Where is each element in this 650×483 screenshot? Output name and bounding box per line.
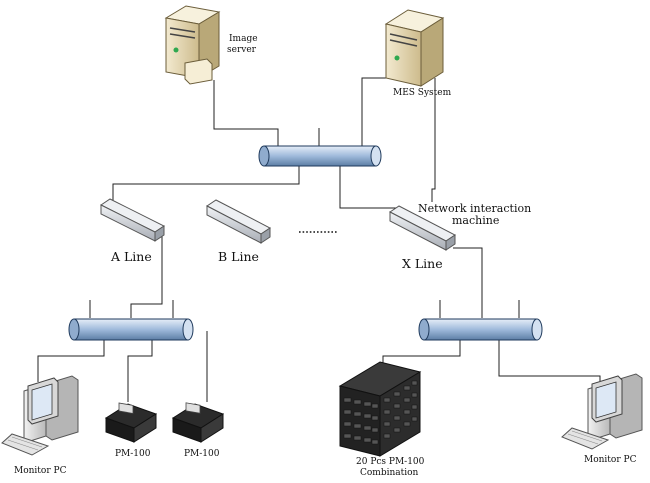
wire-pm100-1 [127,340,153,402]
wire-right-monitor-pc [498,340,601,384]
pm100-device-2-icon [171,402,225,443]
left-monitor-pc-icon [1,375,79,456]
wire-mes-network-machine [431,78,436,202]
mes-system-label: MES System [393,88,452,98]
b-line-label: B Line [218,249,259,264]
b-line-switch-icon [206,199,271,244]
image-server-icon [164,5,221,85]
connection-wires [37,77,601,402]
right-network-bus [418,318,543,341]
monitor-pc-right-label: Monitor PC [584,455,637,465]
mes-server-icon [384,9,445,87]
pm100-1-label: PM-100 [115,449,151,459]
image-server-label-line2: server [227,45,257,55]
wire-a-line-left-bus [130,232,163,318]
pm100-device-1-icon [104,402,158,443]
wire-top-bus-x-line [339,166,400,209]
left-network-bus [68,318,194,341]
image-server-label-line1: Image [229,34,258,44]
x-line-label: X Line [402,256,443,271]
network-machine-label-line1: Network interaction [418,202,531,215]
combination-label-line1: 20 Pcs PM-100 [356,457,425,467]
wire-x-line-right-bus [453,247,483,318]
monitor-pc-left-label: Monitor PC [14,466,67,476]
wire-top-bus-a-line [112,166,300,206]
pm100-combination-rack-icon [338,361,422,457]
network-machine-label-line2: machine [452,214,499,227]
wire-left-monitor-pc [37,340,105,382]
a-line-switch-icon [100,198,165,242]
right-monitor-pc-icon [561,373,643,450]
combination-label-line2: Combination [360,468,419,478]
wire-image-server [213,80,279,146]
a-line-label: A Line [110,249,152,264]
pm100-2-label: PM-100 [184,449,220,459]
top-network-bus [258,145,382,167]
x-line-switch-icon [389,205,456,251]
wire-mes-system [361,77,390,146]
